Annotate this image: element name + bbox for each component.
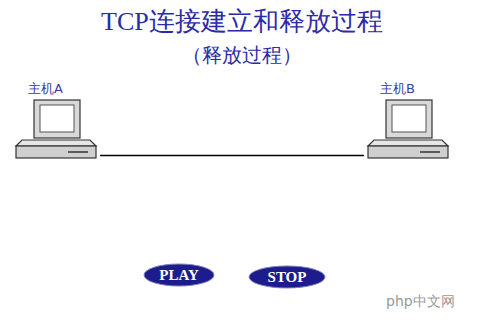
monitor-screen [392, 105, 426, 132]
drive-slot [420, 151, 440, 153]
button-text-wrap: STOP [248, 268, 326, 286]
button-label: PLAY [143, 266, 215, 284]
host-label: 主机B [364, 80, 452, 98]
button-ellipse: PLAY [143, 263, 215, 287]
monitor-frame [386, 100, 432, 138]
diagram-title: TCP连接建立和释放过程 [101, 4, 383, 39]
base-box [16, 146, 96, 158]
base-top [368, 140, 448, 146]
button-text-wrap: PLAY [143, 266, 215, 284]
network-link [100, 155, 364, 156]
subtitle: （释放过程） [182, 42, 302, 69]
host-label: 主机A [12, 80, 100, 98]
watermark: php中文网 [386, 293, 455, 311]
button-label: STOP [248, 268, 326, 286]
network-cable [100, 155, 364, 157]
drive-slot [68, 151, 88, 153]
base-box [368, 146, 448, 158]
host-computer: 主机A [12, 80, 100, 162]
computer-icon [12, 98, 100, 162]
host-computer: 主机B [364, 80, 452, 162]
button-ellipse-fill [249, 266, 325, 288]
computer-icon [364, 98, 452, 162]
button-ellipse-fill [144, 264, 214, 286]
monitor-screen [40, 105, 74, 132]
monitor-frame [34, 100, 80, 138]
button-ellipse: STOP [248, 265, 326, 289]
base-top [16, 140, 96, 146]
